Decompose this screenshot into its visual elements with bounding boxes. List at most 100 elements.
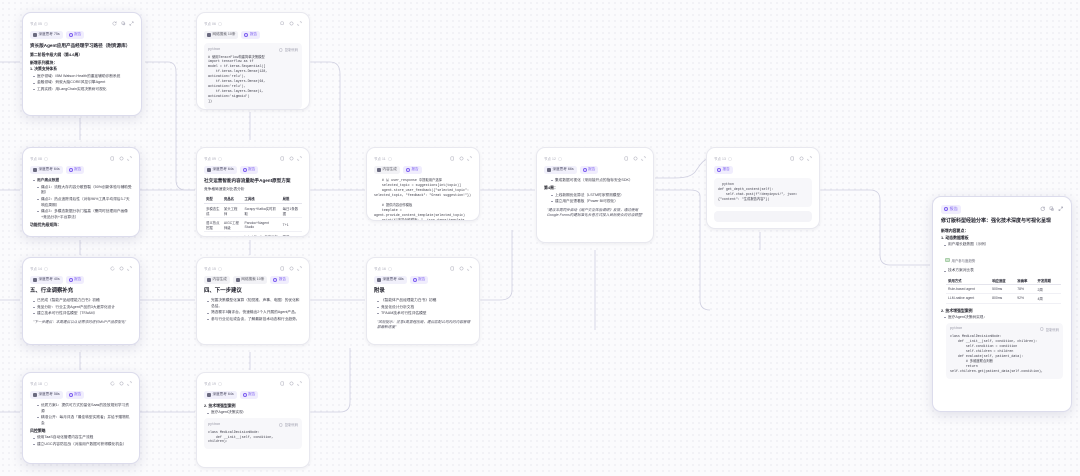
badge-think[interactable]: 深度思考 48s	[374, 276, 407, 284]
expand-icon[interactable]	[127, 156, 132, 161]
refresh-icon[interactable]	[119, 156, 124, 161]
copy-code-button[interactable]: 复制代码	[279, 422, 298, 427]
expand-icon[interactable]	[297, 266, 302, 271]
card-tools	[450, 266, 472, 271]
canvas-card[interactable]: 节点 09 深度思考 64s 报告 社交运营智能内容流量助手Agent原型方案 …	[196, 147, 310, 237]
badge-report[interactable]: 报告	[239, 166, 259, 174]
canvas-card[interactable]: 节点 12 深度思考 66s 报告 集成数据可视化（采用接开点的指标安全SDK）…	[536, 147, 654, 243]
expand-icon[interactable]	[1058, 206, 1064, 212]
badge-report[interactable]: 报告	[65, 276, 85, 284]
expand-icon[interactable]	[297, 156, 302, 161]
copy-icon[interactable]	[119, 266, 124, 271]
copy-icon[interactable]	[790, 156, 795, 161]
badge-report[interactable]: 报告	[241, 31, 261, 39]
canvas-card[interactable]: 节点 05 深度思考 75s 报告 资长版Agent应用产品经理学习路径（附资源…	[22, 12, 142, 116]
report-card[interactable]: 报告 修订版科型经验分率：强化技术深度与可视化呈现 新增内容要点： 1. 动态数…	[932, 196, 1072, 412]
expand-icon[interactable]	[641, 156, 646, 161]
copy-code-button[interactable]: 复制代码	[1040, 327, 1059, 332]
expand-icon[interactable]	[807, 156, 812, 161]
badge-report[interactable]: 报告	[409, 276, 429, 284]
refresh-icon[interactable]	[289, 266, 294, 271]
list-item: 用户痛点数据	[33, 178, 132, 184]
badge-report[interactable]: 报告	[65, 31, 85, 39]
copy-icon[interactable]	[110, 156, 115, 161]
refresh-icon[interactable]	[633, 156, 638, 161]
badge-think[interactable]: 深度思考 40s	[30, 276, 63, 284]
refresh-icon[interactable]	[459, 266, 464, 271]
node-label: 节点 15	[204, 267, 216, 271]
canvas-card[interactable]: 节点 15 内容生成 网络搜索 10条 报告 四、下一步建议 完善决策模型化演算…	[196, 257, 310, 345]
badge-report[interactable]: 报告	[402, 166, 422, 174]
refresh-icon[interactable]	[289, 21, 294, 26]
expand-icon[interactable]	[129, 21, 134, 26]
list-item-link[interactable]: 《智能体产品经理能力白书》初稿	[377, 298, 472, 304]
badge-think[interactable]: 深度思考 64s	[30, 166, 63, 174]
code-block: python 复制代码 class MedicalDecisionNode: d…	[204, 418, 302, 450]
badge-report[interactable]: 报告	[270, 276, 290, 284]
copy-icon[interactable]	[119, 381, 124, 386]
refresh-icon[interactable]	[289, 156, 294, 161]
node-label: 节点 16	[374, 267, 386, 271]
canvas-card[interactable]: 节点 06 网络搜索 10条 报告 python 复制代码 # 使用Tensor…	[196, 12, 310, 110]
refresh-icon[interactable]	[112, 21, 117, 26]
card-line: 新增系列模块：	[30, 59, 58, 65]
badge-think[interactable]: 深度思考 64s	[204, 391, 237, 399]
badge-think[interactable]: 深度思考 66s	[544, 166, 577, 174]
badge-think[interactable]: 深度思考 58s	[30, 391, 63, 399]
card-badges: 深度思考 75s 报告	[30, 31, 134, 39]
list-item-link[interactable]: TFAAM技术可行性评估模型	[377, 311, 472, 317]
list-item: 医疗Agent决策实现：	[207, 410, 302, 416]
canvas-card[interactable]: 节点 18 深度思考 58s 报告 优质方案1：提供可方式的量化Saas的投放规…	[22, 372, 140, 464]
refresh-icon[interactable]	[459, 156, 464, 161]
badge-think[interactable]: 深度思考 64s	[204, 166, 237, 174]
canvas-card[interactable]: 节点 16 深度思考 48s 报告 附录 《智能体产品经理能力白书》初稿 竞品化…	[366, 257, 480, 345]
canvas-card[interactable]: 节点 14 深度思考 40s 报告 五、行业调察补充 已完成《智能产品经理能力白…	[22, 257, 140, 345]
list-item: 精准公开：每月评选「最佳转型实践者」并给予赠物机会	[37, 415, 132, 426]
canvas-card[interactable]: 节点 08 深度思考 64s 报告 用户痛点数据 痛点1：流程大存内容分散割裂（…	[22, 147, 140, 237]
copy-icon[interactable]	[280, 266, 285, 271]
refresh-icon[interactable]	[1040, 206, 1046, 212]
expand-icon[interactable]	[297, 381, 302, 386]
copy-icon[interactable]	[624, 156, 629, 161]
expand-icon[interactable]	[127, 266, 132, 271]
list-item-link[interactable]: 竞品化设计分析文档	[377, 305, 472, 311]
canvas-card[interactable]: 节点 19 深度思考 64s 报告 2. 技术增强型案例 医疗Agent决策实现…	[196, 372, 310, 468]
expand-icon[interactable]	[467, 266, 472, 271]
expand-icon[interactable]	[297, 21, 302, 26]
list-item: 筛选覆平5篇评台，快速输出2个人开展的Agent产品。	[207, 310, 302, 316]
canvas-card[interactable]: 节点 13 报告 python def get_depth_content(se…	[706, 147, 820, 229]
badge-search[interactable]: 网络搜索 10条	[204, 31, 239, 39]
copy-code-button[interactable]: 复制代码	[279, 47, 298, 52]
refresh-icon[interactable]	[289, 381, 294, 386]
copy-icon[interactable]	[1049, 206, 1055, 212]
copy-icon[interactable]	[280, 21, 285, 26]
refresh-icon[interactable]	[799, 156, 804, 161]
card-badges: 内容生成 报告	[374, 166, 472, 174]
badge-report[interactable]: 报告	[65, 166, 85, 174]
badge-content[interactable]: 内容生成	[204, 276, 230, 284]
bullet-list: 技术方案对比表	[944, 268, 1063, 274]
canvas-card[interactable]: 节点 11 内容生成 报告 # 从 user_response 中提取用户选择 …	[366, 147, 480, 221]
copy-icon[interactable]	[121, 21, 126, 26]
copy-icon[interactable]	[280, 156, 285, 161]
badge-report[interactable]: 报告	[941, 204, 961, 214]
expand-icon[interactable]	[467, 156, 472, 161]
expand-icon[interactable]	[127, 381, 132, 386]
refresh-icon[interactable]	[110, 381, 115, 386]
refresh-icon[interactable]	[110, 266, 115, 271]
badge-report[interactable]: 报告	[65, 391, 85, 399]
node-label: 节点 12	[544, 157, 556, 161]
badge-think[interactable]: 深度思考 75s	[30, 31, 63, 39]
copy-icon[interactable]	[450, 266, 455, 271]
badge-content[interactable]: 内容生成	[374, 166, 400, 174]
copy-icon[interactable]	[280, 381, 285, 386]
badge-report[interactable]: 报告	[714, 166, 733, 174]
copy-icon[interactable]	[450, 156, 455, 161]
table-header: 工具栈	[242, 194, 281, 205]
badge-report[interactable]: 报告	[579, 166, 599, 174]
badge-report[interactable]: 报告	[239, 391, 259, 399]
badge-search[interactable]: 网络搜索 10条	[232, 276, 268, 284]
